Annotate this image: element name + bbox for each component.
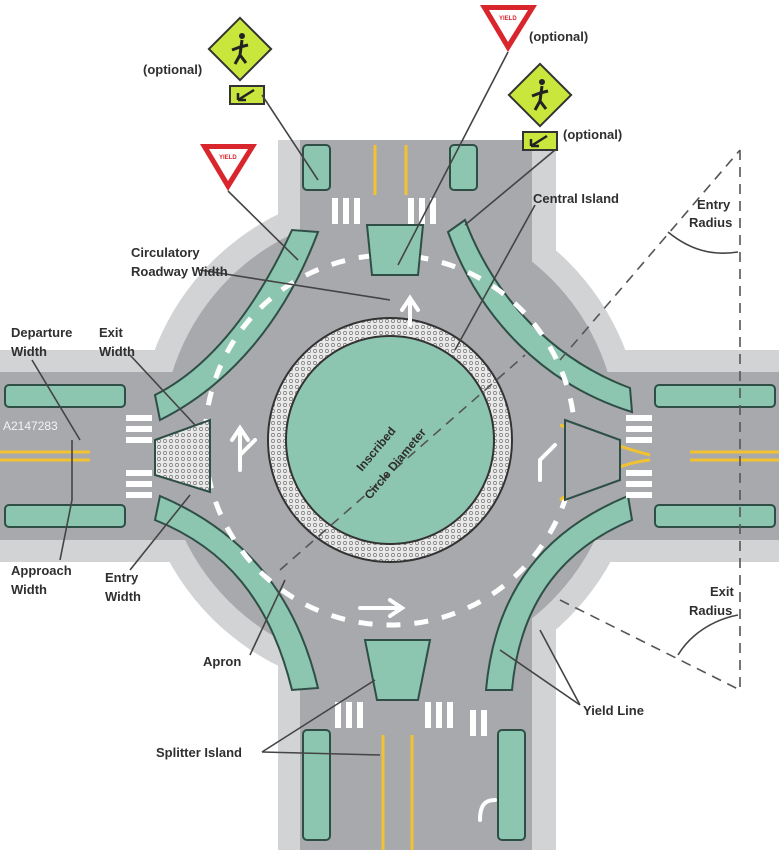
- label-yield-line: Yield Line: [583, 703, 644, 718]
- label-central-island: Central Island: [533, 191, 619, 206]
- svg-text:YIELD: YIELD: [499, 16, 517, 22]
- label-entry-radius-2: Radius: [689, 215, 732, 230]
- watermark-copyright: © Miami MLS® 04/2018: [624, 833, 752, 847]
- label-exit-width-2: Width: [99, 344, 135, 359]
- svg-text:YIELD: YIELD: [219, 155, 237, 161]
- crosswalks: [126, 198, 652, 736]
- label-exit-radius-1: Exit: [710, 584, 735, 599]
- label-departure-1: Departure: [11, 325, 72, 340]
- watermark-id: A2147283: [3, 419, 58, 433]
- central-island: [285, 335, 495, 545]
- label-optional-top: (optional): [529, 29, 588, 44]
- pedestrian-sign-left: [207, 16, 273, 105]
- yield-sign-top: YIELD: [480, 5, 537, 52]
- central-island-group: [267, 317, 513, 563]
- label-optional-left: (optional): [143, 62, 202, 77]
- splitter-island-east: [564, 418, 621, 502]
- label-departure-2: Width: [11, 344, 47, 359]
- lane-arrows: [230, 294, 557, 822]
- corner-landscaping: [4, 144, 776, 841]
- splitter-island-south: [363, 639, 432, 701]
- label-optional-right: (optional): [563, 127, 622, 142]
- splitter-island-west: [154, 418, 211, 494]
- yield-sign-left: YIELD: [200, 144, 257, 191]
- label-circulatory-2: Roadway Width: [131, 264, 228, 279]
- splitter-islands: [154, 224, 621, 701]
- label-approach-1: Approach: [11, 563, 72, 578]
- dimension-lines: [279, 149, 741, 691]
- label-splitter-island: Splitter Island: [156, 745, 242, 760]
- label-circulatory-1: Circulatory: [131, 245, 200, 260]
- label-leaders: [31, 51, 581, 756]
- splitter-island-north: [365, 224, 425, 276]
- label-entry-radius-1: Entry: [697, 197, 731, 212]
- label-exit-width-1: Exit: [99, 325, 124, 340]
- pedestrian-sign-right: [507, 62, 573, 151]
- label-entry-width-1: Entry: [105, 570, 139, 585]
- label-exit-radius-2: Radius: [689, 603, 732, 618]
- radius-arcs: [667, 231, 739, 656]
- label-apron: Apron: [203, 654, 241, 669]
- label-entry-width-2: Width: [105, 589, 141, 604]
- label-approach-2: Width: [11, 582, 47, 597]
